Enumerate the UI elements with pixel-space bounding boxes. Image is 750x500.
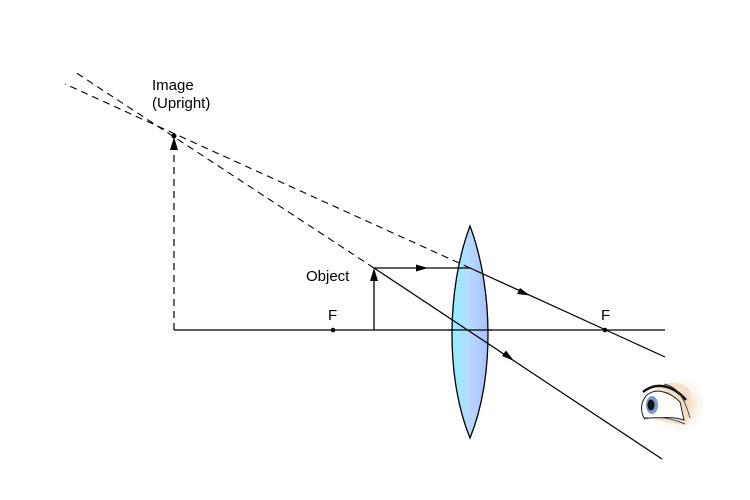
focal-point-right xyxy=(602,327,608,333)
image-label-line2: (Upright) xyxy=(152,95,211,112)
ray-parallel-arrow-2 xyxy=(517,288,530,296)
ray-through-center xyxy=(373,267,663,460)
object-arrowhead xyxy=(370,268,378,281)
focal-label-left: F xyxy=(328,307,338,324)
eye-icon xyxy=(641,377,703,433)
image-arrowhead xyxy=(170,137,178,150)
image-point xyxy=(171,133,177,139)
ray-center-arrow xyxy=(502,350,514,361)
image-label-line1: Image xyxy=(152,77,194,94)
virtual-ray-center-extension xyxy=(74,71,375,269)
image-label: Image (Upright) xyxy=(152,77,210,113)
focal-label-right: F xyxy=(601,307,611,324)
object-label: Object xyxy=(306,268,350,285)
ray-parallel xyxy=(374,267,666,358)
focal-point-left xyxy=(330,327,336,333)
ray-parallel-arrow-1 xyxy=(416,264,428,272)
virtual-ray-parallel-extension xyxy=(64,83,471,269)
